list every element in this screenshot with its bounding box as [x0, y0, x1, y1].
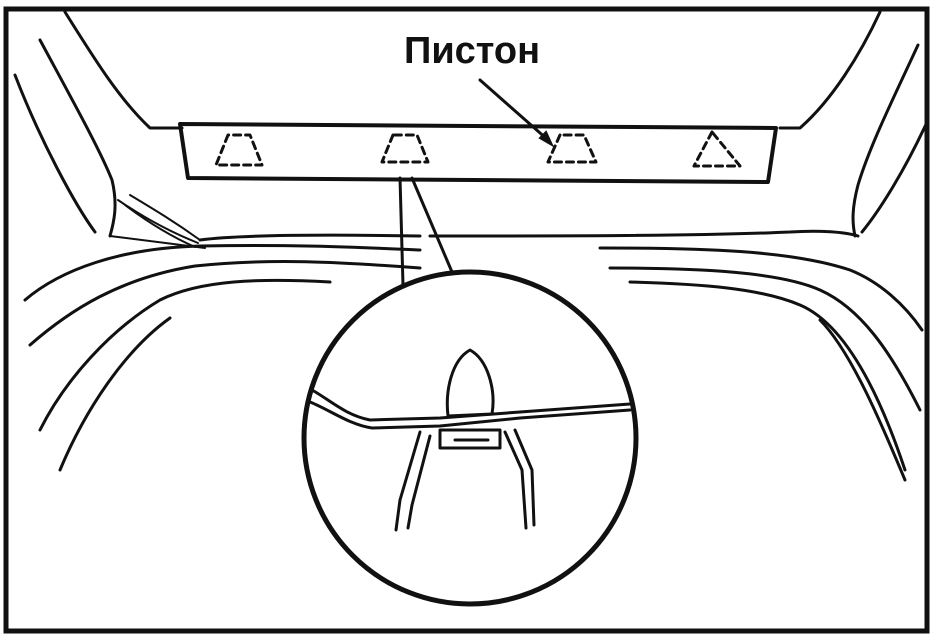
detail-circle [301, 269, 639, 607]
callout-leader [398, 176, 454, 287]
piston-icon-2 [380, 133, 430, 164]
piston-label: Пистон [404, 30, 540, 72]
trim-panel [178, 122, 778, 184]
lid-contour-lines [23, 229, 924, 482]
label-pointer-arrow [478, 78, 550, 142]
piston-detail-icon [308, 348, 632, 532]
piston-icon-1 [214, 133, 264, 167]
window-opening-outline [13, 10, 930, 238]
label-pointer-head [538, 130, 555, 148]
piston-icon-3 [546, 133, 598, 164]
piston-icon-4 [692, 130, 742, 168]
